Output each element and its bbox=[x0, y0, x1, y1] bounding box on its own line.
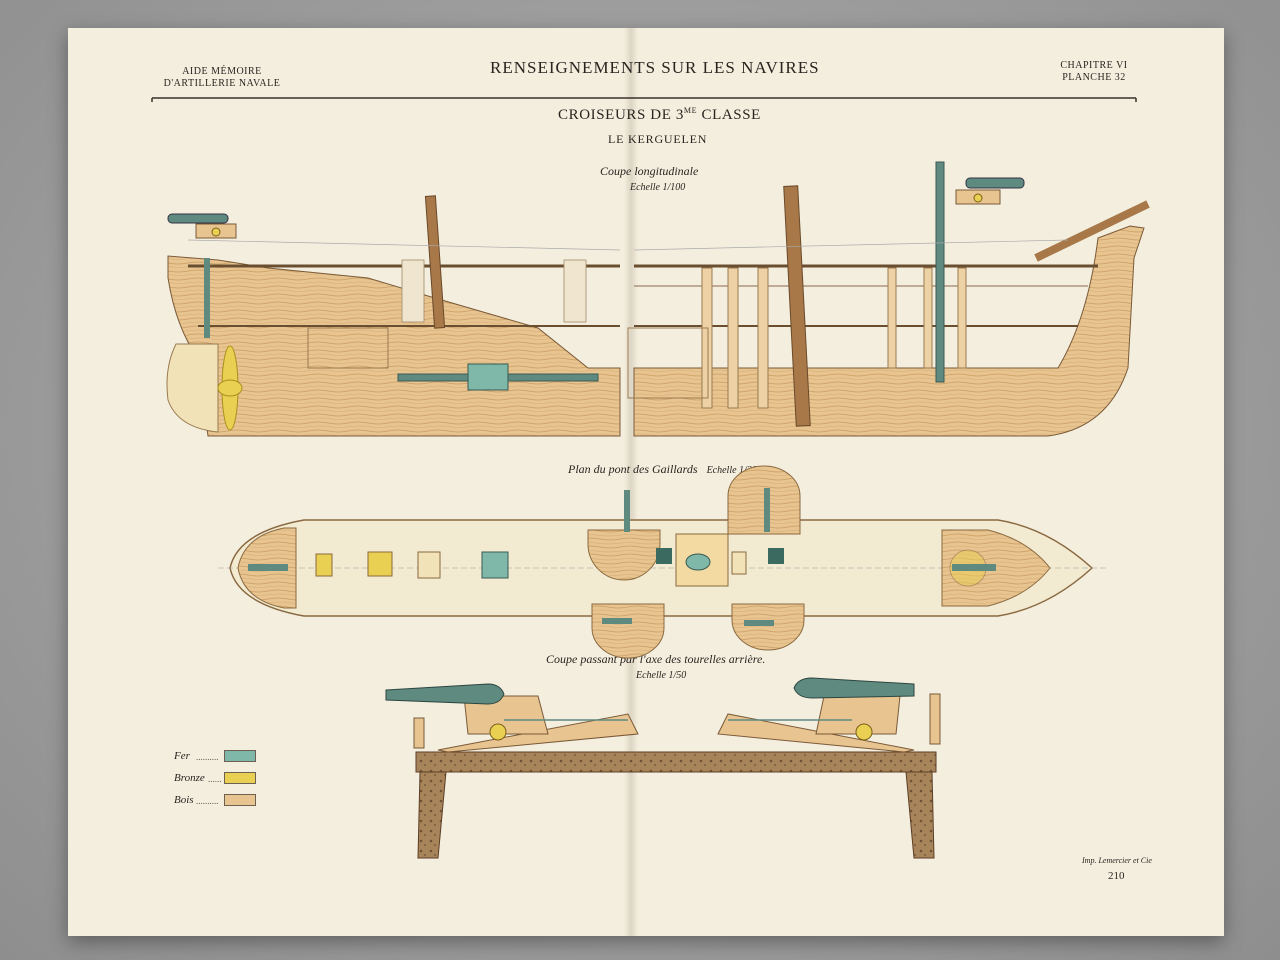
frame-post bbox=[923, 267, 933, 369]
rudder-stock bbox=[204, 258, 210, 338]
turret-cross-section bbox=[385, 677, 941, 859]
right-barrel bbox=[793, 677, 915, 699]
title-suffix: CLASSE bbox=[697, 107, 761, 123]
hold-bay bbox=[307, 327, 389, 369]
turret-gun bbox=[602, 618, 632, 624]
plate-sheet: AIDE MÉMOIRE D'ARTILLERIE NAVALE RENSEIG… bbox=[68, 28, 1224, 936]
left-trunnion-wheel bbox=[489, 723, 507, 741]
hatch bbox=[417, 551, 441, 579]
frame-post bbox=[701, 267, 713, 409]
ladder-mid bbox=[563, 259, 587, 323]
turret-gun bbox=[764, 488, 770, 532]
imprint: Imp. Lemercier et Cie bbox=[1082, 856, 1152, 865]
stern-gun-plan bbox=[248, 564, 288, 571]
longitudinal-scale-label: Echelle bbox=[630, 182, 663, 193]
center-fold bbox=[624, 28, 638, 936]
propeller-hub bbox=[217, 379, 243, 397]
header-right-line2: PLANCHE 32 bbox=[1062, 72, 1126, 83]
mizzen-mast bbox=[424, 195, 446, 329]
deck-plan bbox=[218, 465, 1108, 659]
legend-label-bronze: Bronze bbox=[174, 772, 205, 784]
longitudinal-scale-fraction: 1/100 bbox=[662, 182, 686, 193]
header-left: AIDE MÉMOIRE D'ARTILLERIE NAVALE bbox=[152, 66, 292, 90]
turret-caption: Coupe passant par l'axe des tourelles ar… bbox=[546, 652, 766, 666]
turret-stbd-fwd bbox=[731, 603, 805, 651]
left-barrel bbox=[385, 683, 505, 705]
left-support bbox=[417, 771, 447, 859]
right-support bbox=[905, 771, 935, 859]
hatch bbox=[367, 551, 393, 577]
main-mast bbox=[783, 185, 811, 427]
header-left-line1: AIDE MÉMOIRE bbox=[182, 66, 262, 77]
ladder-stern bbox=[401, 259, 425, 323]
legend-label-fer: Fer bbox=[174, 750, 190, 762]
deck-plan-caption-text: Plan du pont des Gaillards bbox=[568, 462, 698, 476]
right-bracket bbox=[929, 693, 941, 745]
rail-line bbox=[633, 239, 1069, 251]
frame-post bbox=[727, 267, 739, 409]
thrust-block bbox=[467, 363, 509, 391]
skylight bbox=[481, 551, 509, 579]
turret-gun bbox=[624, 490, 630, 532]
turret-stbd-aft bbox=[591, 603, 665, 659]
longitudinal-caption: Coupe longitudinale bbox=[600, 164, 699, 178]
legend-label-bois: Bois bbox=[174, 794, 194, 806]
longitudinal-scale: Echelle 1/100 bbox=[630, 182, 685, 193]
legend-leader-bronze: ...... bbox=[208, 774, 222, 784]
deck-plan-scale-label: Echelle bbox=[706, 465, 740, 476]
hatch bbox=[731, 551, 747, 575]
frame-post bbox=[887, 267, 897, 369]
legend-swatch-bronze bbox=[224, 772, 256, 784]
ventilator bbox=[656, 548, 672, 564]
stern-gun bbox=[167, 213, 237, 239]
header-right: CHAPITRE VI PLANCHE 32 bbox=[1052, 60, 1136, 84]
left-carriage bbox=[463, 695, 549, 735]
bowsprit bbox=[1034, 200, 1150, 262]
ventilator bbox=[768, 548, 784, 564]
rail-line bbox=[187, 239, 621, 251]
longitudinal-section bbox=[166, 161, 1150, 437]
plate-title: CROISEURS DE 3ME CLASSE bbox=[558, 106, 761, 124]
legend-leader-fer: .......... bbox=[196, 752, 219, 762]
left-bracket bbox=[413, 717, 425, 749]
hold-bay bbox=[627, 327, 709, 399]
header-right-line1: CHAPITRE VI bbox=[1060, 60, 1128, 71]
title-prefix: CROISEURS DE 3 bbox=[558, 107, 684, 123]
ship-name: LE KERGUELEN bbox=[608, 132, 708, 146]
hatch bbox=[315, 553, 333, 577]
plate-drawings bbox=[151, 97, 1150, 859]
legend-leader-bois: .......... bbox=[196, 796, 219, 806]
right-trunnion-wheel bbox=[855, 723, 873, 741]
turret-scale-label: Echelle bbox=[636, 670, 669, 681]
header-center: RENSEIGNEMENTS SUR LES NAVIRES bbox=[490, 58, 820, 77]
frame-post bbox=[957, 267, 967, 369]
funnel-opening bbox=[685, 553, 711, 571]
legend-swatch-bois bbox=[224, 794, 256, 806]
header-left-line2: D'ARTILLERIE NAVALE bbox=[163, 78, 281, 89]
frame-post bbox=[757, 267, 769, 409]
bow-gun-plan bbox=[952, 564, 996, 571]
legend-swatch-fer bbox=[224, 750, 256, 762]
turret-gun bbox=[744, 620, 774, 626]
page-number: 210 bbox=[1108, 870, 1125, 882]
title-sup: ME bbox=[683, 106, 698, 115]
rudder bbox=[166, 343, 219, 433]
base-beam bbox=[415, 751, 937, 773]
bow-gun bbox=[955, 177, 1025, 205]
funnel-pipe bbox=[935, 161, 945, 383]
turret-scale-fraction: 1/50 bbox=[668, 670, 687, 681]
turret-scale: Echelle 1/50 bbox=[636, 670, 686, 681]
